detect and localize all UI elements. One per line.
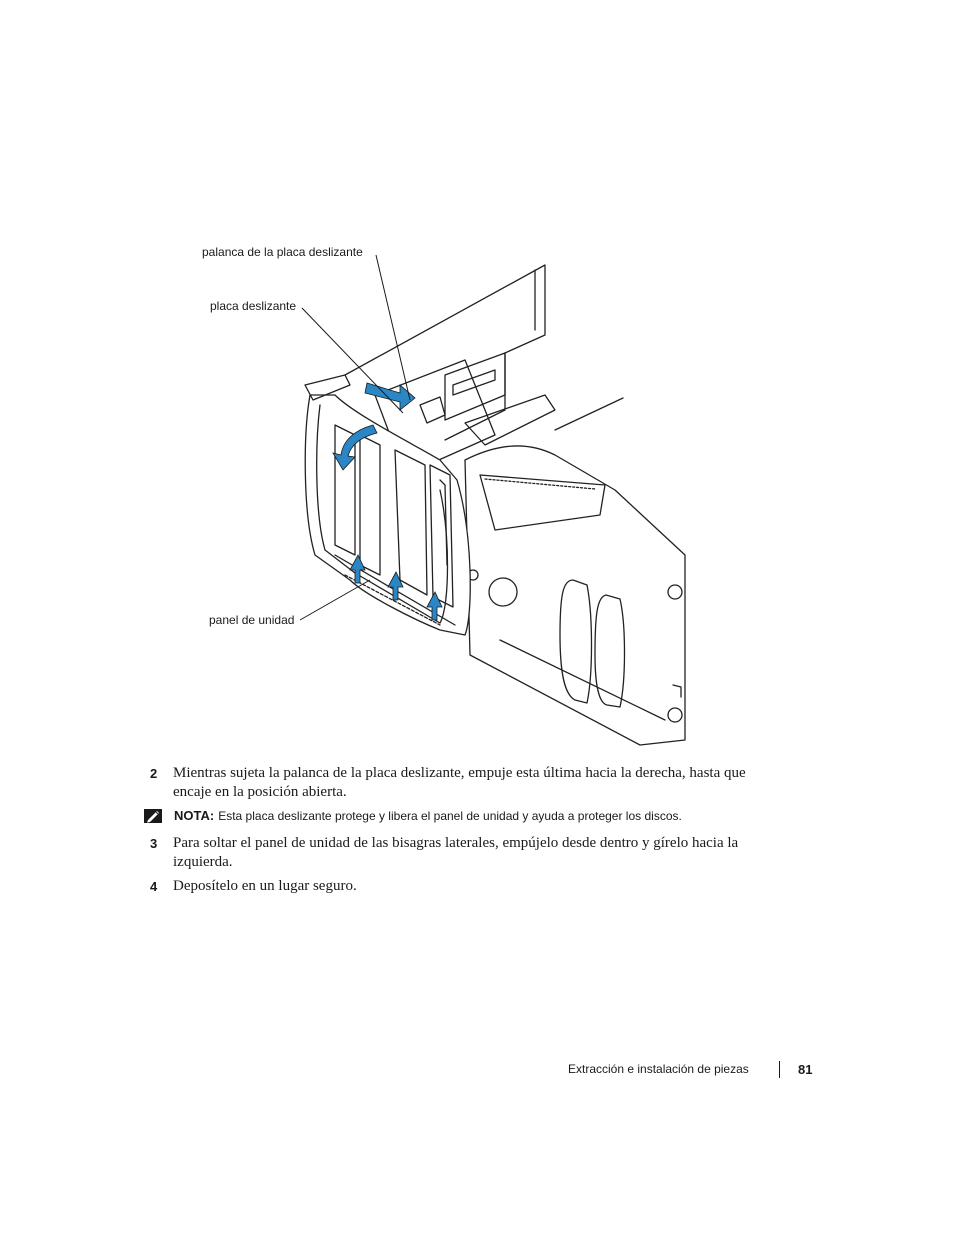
drive-bay-upper: [444, 352, 506, 421]
bezel-vent-right: [594, 594, 626, 708]
sliding-plate-lever: [419, 396, 446, 424]
lever-leader-line: [375, 254, 411, 401]
push-up-arrow-icon-3: [426, 591, 443, 621]
step-text: Para soltar el panel de unidad de las bi…: [173, 835, 739, 870]
note-box: NOTA:Esta placa deslizante protege y lib…: [144, 806, 764, 828]
bezel-vent-left: [559, 579, 593, 704]
label-slide-plate: placa deslizante: [210, 299, 297, 313]
bezel-slot-top: [479, 474, 606, 531]
label-drive-panel: panel de unidad: [209, 613, 295, 627]
note-text-line: NOTA:Esta placa deslizante protege y lib…: [174, 808, 682, 823]
rotate-left-arrow-icon: [332, 424, 378, 471]
step-number: 4: [150, 879, 158, 894]
footer-separator: [779, 1061, 780, 1078]
panel-leader-line: [299, 579, 371, 621]
note-label: NOTA:: [174, 808, 215, 823]
step-text: Deposítelo en un lugar seguro.: [173, 878, 357, 894]
bezel-bottom-edge: [499, 639, 666, 721]
drive-panel-removal-drawing: [299, 254, 686, 746]
drive-bay-lower: [464, 394, 556, 446]
power-button: [488, 577, 518, 607]
push-up-arrow-icon-1: [349, 554, 366, 584]
pencil-note-icon: [144, 809, 162, 823]
note-text: Esta placa deslizante protege y libera e…: [218, 809, 682, 823]
slide-right-arrow-icon: [364, 382, 416, 411]
step-text: Mientras sujeta la palanca de la placa d…: [173, 765, 746, 800]
page-number: 81: [798, 1062, 813, 1077]
plate-leader-line: [301, 307, 404, 414]
label-slide-plate-lever: palanca de la placa deslizante: [202, 245, 363, 259]
chassis-top-edge: [344, 264, 546, 376]
step-number: 3: [150, 836, 158, 851]
front-bezel: [464, 445, 686, 746]
push-up-arrow-icon-2: [387, 571, 404, 601]
step-number: 2: [150, 766, 158, 781]
chassis-side-edge: [554, 397, 624, 431]
footer-section-title: Extracción e instalación de piezas: [568, 1062, 749, 1076]
computer-front-illustration: [195, 235, 715, 755]
